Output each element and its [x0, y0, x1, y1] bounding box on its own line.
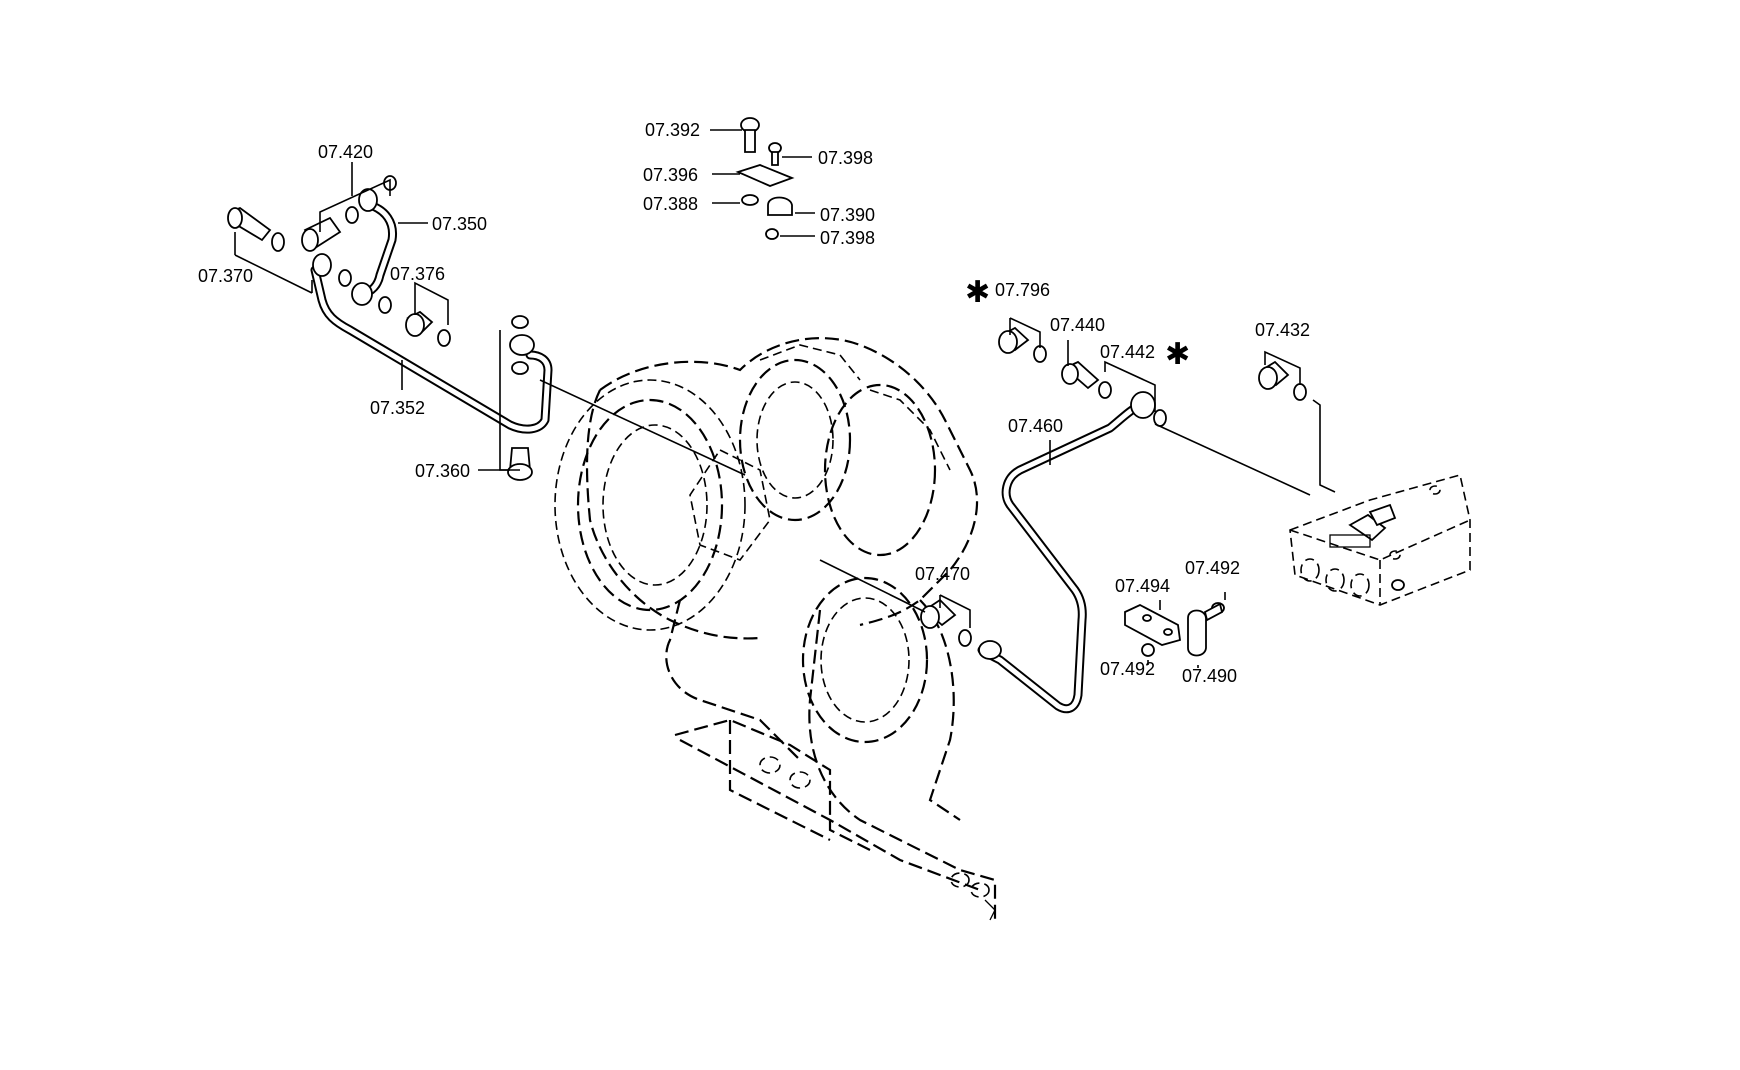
label-07-392: 07.392 — [645, 120, 700, 140]
label-07-398-lower: 07.398 — [820, 228, 875, 248]
bracket-07-494 — [1124, 602, 1225, 657]
plug-07-376 — [405, 310, 451, 347]
control-unit — [1289, 474, 1471, 606]
label-07-370: 07.370 — [198, 266, 253, 286]
oil-pipe-07-350 — [357, 200, 398, 299]
transmission-housing — [554, 337, 997, 921]
banjo-bolt-07-420 — [301, 175, 397, 252]
label-07-494: 07.494 — [1115, 576, 1170, 596]
label-07-490: 07.490 — [1182, 666, 1237, 686]
part-labels: 07.392 07.398 07.396 07.388 07.390 07.39… — [198, 120, 1310, 686]
banjo-bolt-07-440 — [1061, 360, 1112, 399]
banjo-fitting-07-442 — [1130, 391, 1167, 427]
label-07-376: 07.376 — [390, 264, 445, 284]
label-07-398-upper: 07.398 — [818, 148, 873, 168]
label-07-492-upper: 07.492 — [1185, 558, 1240, 578]
banjo-fitting-left — [312, 253, 392, 314]
plug-07-796 — [998, 326, 1047, 363]
label-07-388: 07.388 — [643, 194, 698, 214]
star-07-442: ✱ — [1165, 337, 1190, 372]
label-07-352: 07.352 — [370, 398, 425, 418]
fitting-07-470 — [920, 598, 1002, 660]
label-07-420: 07.420 — [318, 142, 373, 162]
label-07-432: 07.432 — [1255, 320, 1310, 340]
banjo-bolt-07-360 — [507, 315, 535, 481]
banjo-bolt-07-370 — [227, 206, 285, 252]
oil-pipe-07-352 — [310, 265, 553, 434]
star-07-796: ✱ — [965, 275, 990, 310]
label-07-350: 07.350 — [432, 214, 487, 234]
label-07-442: 07.442 — [1100, 342, 1155, 362]
oil-pipe-07-460 — [977, 400, 1145, 714]
label-07-492-lower: 07.492 — [1100, 659, 1155, 679]
label-07-360: 07.360 — [415, 461, 470, 481]
leader-lines — [234, 129, 1336, 668]
label-07-796: 07.796 — [995, 280, 1050, 300]
label-07-460: 07.460 — [1008, 416, 1063, 436]
clip-assembly — [735, 117, 795, 240]
label-07-470: 07.470 — [915, 564, 970, 584]
label-07-390: 07.390 — [820, 205, 875, 225]
plug-07-432 — [1258, 360, 1307, 401]
label-07-440: 07.440 — [1050, 315, 1105, 335]
label-07-396: 07.396 — [643, 165, 698, 185]
